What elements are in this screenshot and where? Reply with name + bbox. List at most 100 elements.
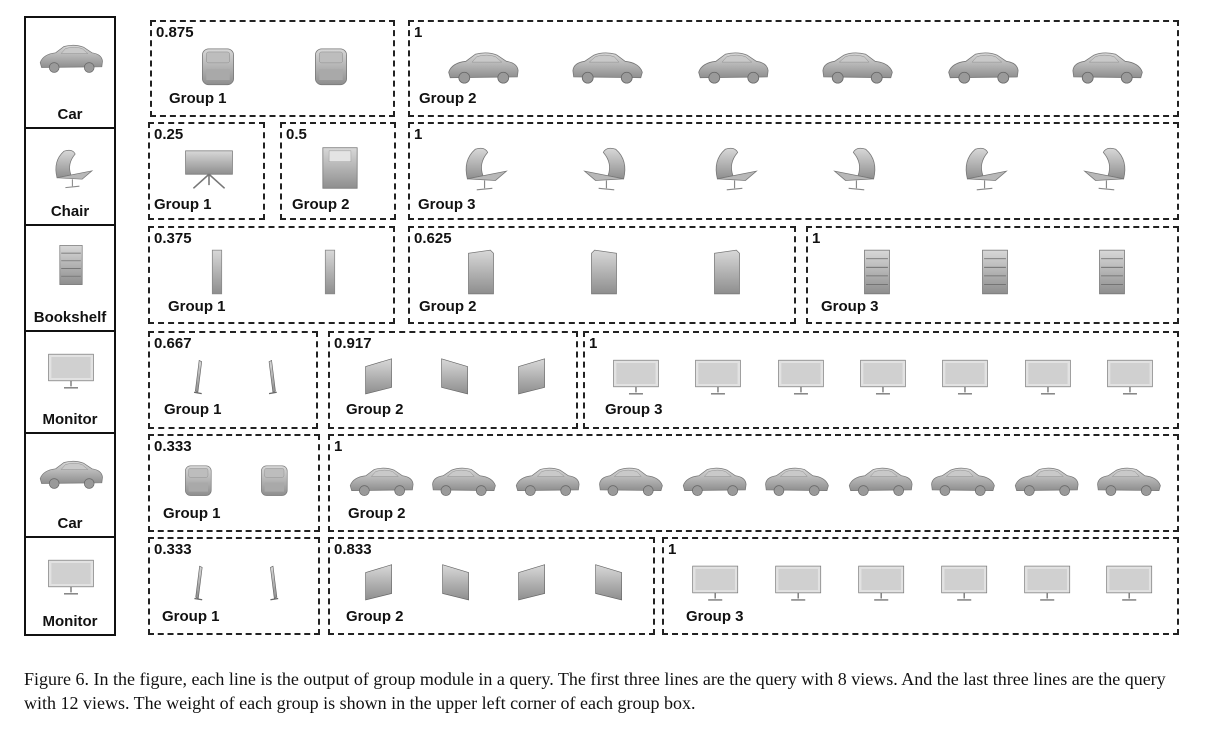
group-label: Group 2 <box>346 608 404 625</box>
group-weight: 0.333 <box>154 541 192 558</box>
query-box-5: Car <box>24 432 116 536</box>
group-label: Group 2 <box>419 90 477 107</box>
group-weight: 0.833 <box>334 541 372 558</box>
group-label: Group 2 <box>348 505 406 522</box>
monitor-edge-view-icon <box>166 553 231 618</box>
car-front-view-icon <box>166 450 231 515</box>
group-weight: 0.917 <box>334 335 372 352</box>
group-weight: 1 <box>668 541 677 558</box>
bookshelf-back-view-icon <box>442 242 520 307</box>
monitor-front-view-icon <box>846 553 916 618</box>
car-side-view-icon <box>1069 36 1147 101</box>
car-side-view-icon <box>1011 450 1082 515</box>
group-weight: 1 <box>812 230 821 247</box>
group-weight: 0.667 <box>154 335 192 352</box>
monitor-front-view-icon <box>766 347 836 412</box>
monitor-front-view-icon <box>1094 553 1164 618</box>
group-label: Group 1 <box>168 298 226 315</box>
monitor-render-icon <box>36 346 104 401</box>
monitor-front-view-icon <box>929 553 999 618</box>
group-label: Group 1 <box>169 90 227 107</box>
monitor-edge-view-icon <box>166 347 230 412</box>
group-weight: 1 <box>414 24 423 41</box>
chair-render-icon <box>36 143 104 198</box>
figure-caption: Figure 6. In the figure, each line is th… <box>24 669 1166 713</box>
car-side-view-icon <box>444 36 522 101</box>
bookshelf-back-view-icon <box>688 242 766 307</box>
car-side-view-icon <box>694 36 772 101</box>
monitor-front-view-icon <box>763 553 833 618</box>
monitor-angled-view-icon <box>423 553 488 618</box>
monitor-angled-view-icon <box>499 553 564 618</box>
monitor-angled-view-icon <box>346 347 411 412</box>
group-weight: 1 <box>334 438 343 455</box>
query-label: Monitor <box>42 411 98 428</box>
query-box-4: Monitor <box>24 330 116 432</box>
bookshelf-edge-view-icon <box>291 242 369 307</box>
query-box-2: Chair <box>24 127 116 224</box>
monitor-front-view-icon <box>683 347 753 412</box>
car-side-view-icon <box>845 450 916 515</box>
group-label: Group 3 <box>821 298 879 315</box>
query-box-6: Monitor <box>24 536 116 636</box>
car-side-view-icon <box>512 450 583 515</box>
group-label: Group 2 <box>346 401 404 418</box>
group-weight: 0.25 <box>154 126 184 143</box>
bookshelf-front-view-icon <box>1073 242 1151 307</box>
car-side-view-icon <box>346 450 417 515</box>
car-side-view-icon <box>819 36 897 101</box>
monitor-angled-view-icon <box>499 347 564 412</box>
car-side-view-icon <box>569 36 647 101</box>
group-label: Group 1 <box>163 505 221 522</box>
monitor-edge-view-icon <box>242 553 307 618</box>
car-render-icon <box>36 448 104 503</box>
car-side-view-icon <box>596 450 667 515</box>
monitor-angled-view-icon <box>346 553 411 618</box>
query-label: Bookshelf <box>33 309 107 326</box>
car-side-view-icon <box>679 450 750 515</box>
monitor-front-view-icon <box>1012 553 1082 618</box>
chair-front-view-icon <box>301 138 379 203</box>
bookshelf-front-view-icon <box>956 242 1034 307</box>
monitor-angled-view-icon <box>576 553 641 618</box>
chair-angled-view-icon <box>444 138 522 203</box>
chair-angled-view-icon <box>944 138 1022 203</box>
chair-angled-view-icon <box>694 138 772 203</box>
car-front-view-icon <box>292 36 370 101</box>
group-label: Group 2 <box>292 196 350 213</box>
monitor-front-view-icon <box>848 347 918 412</box>
query-label: Car <box>57 515 83 532</box>
monitor-render-icon <box>36 552 104 607</box>
group-label: Group 1 <box>154 196 212 213</box>
group-weight: 0.625 <box>414 230 452 247</box>
monitor-front-view-icon <box>601 347 671 412</box>
query-box-1: Car <box>24 16 116 127</box>
monitor-front-view-icon <box>680 553 750 618</box>
group-label: Group 3 <box>605 401 663 418</box>
car-side-view-icon <box>429 450 500 515</box>
bookshelf-edge-view-icon <box>178 242 256 307</box>
monitor-front-view-icon <box>1013 347 1083 412</box>
query-box-3: Bookshelf <box>24 224 116 330</box>
group-weight: 0.875 <box>156 24 194 41</box>
query-label: Chair <box>50 203 90 220</box>
car-side-view-icon <box>1094 450 1165 515</box>
group-label: Group 3 <box>418 196 476 213</box>
car-render-icon <box>36 32 104 87</box>
